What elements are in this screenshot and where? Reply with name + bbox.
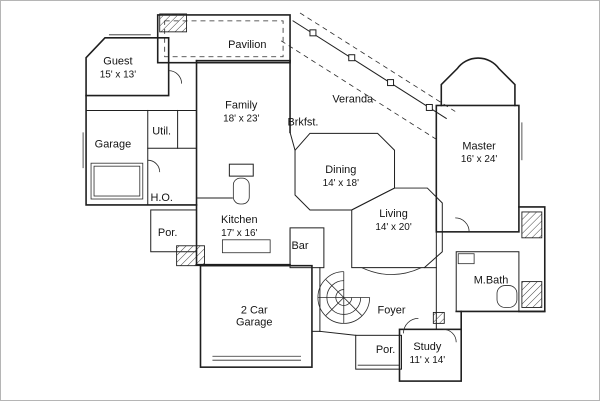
walls bbox=[82, 13, 546, 382]
front-door-swing bbox=[403, 318, 419, 334]
room-guest-outline bbox=[85, 37, 170, 97]
room-size-master: 16' x 24' bbox=[461, 154, 497, 165]
left-block-outline bbox=[85, 94, 198, 206]
room-label-mbath: M.Bath bbox=[474, 275, 509, 287]
guest-door-swing bbox=[168, 70, 182, 84]
room-label-util: Util. bbox=[152, 125, 171, 137]
study-door-swing bbox=[443, 328, 457, 343]
room-size-dining: 14' x 18' bbox=[323, 178, 359, 189]
room-label-veranda: Veranda bbox=[332, 93, 374, 105]
room-size-study: 11' x 14' bbox=[410, 355, 446, 366]
room-size-kitchen: 17' x 16' bbox=[221, 228, 257, 239]
room-label-garage2-line2: Garage bbox=[236, 316, 272, 328]
veranda-roof-dashed bbox=[299, 12, 456, 112]
room-label-kitchen: Kitchen bbox=[221, 214, 257, 226]
room-study-outline bbox=[398, 328, 462, 382]
room-label-garage: Garage bbox=[95, 138, 131, 150]
room-label-master: Master bbox=[462, 140, 496, 152]
mbath-tub bbox=[496, 285, 518, 308]
closet-hatch-bottom bbox=[521, 281, 543, 308]
fireplace bbox=[228, 163, 254, 177]
door-swings bbox=[147, 70, 470, 343]
pavilion-roof-dashed bbox=[164, 20, 284, 58]
master-door-swing bbox=[455, 217, 470, 232]
room-label-brkfst: Brkfst. bbox=[287, 116, 318, 128]
stair-arc-outer bbox=[317, 271, 371, 324]
room-label-por-rear: Por. bbox=[376, 344, 395, 356]
room-label-living: Living bbox=[379, 208, 408, 220]
porch-steps-hatch bbox=[176, 245, 205, 267]
room-label-foyer: Foyer bbox=[378, 304, 406, 316]
pavilion-stair-hatch bbox=[159, 13, 188, 33]
kitchen-fixture bbox=[232, 177, 250, 205]
veranda-post-3 bbox=[387, 79, 395, 87]
veranda-inner-dashed bbox=[280, 40, 437, 140]
room-size-guest: 15' x 13' bbox=[100, 70, 136, 81]
foyer-front-wall bbox=[319, 330, 357, 336]
master-bay bbox=[440, 57, 516, 107]
room-label-guest: Guest bbox=[103, 56, 132, 68]
room-living-outline bbox=[351, 187, 443, 269]
brkfst-wall bbox=[289, 131, 296, 151]
room-bar-outline bbox=[289, 227, 325, 269]
room-label-family: Family bbox=[225, 99, 258, 111]
room-label-pavilion: Pavilion bbox=[228, 39, 266, 51]
veranda-post-1 bbox=[309, 29, 317, 37]
mbath-vanity bbox=[457, 253, 475, 265]
spiral-stair bbox=[317, 271, 371, 324]
room-label-dining: Dining bbox=[325, 164, 356, 176]
garage-door-panel bbox=[90, 162, 144, 200]
veranda-post-4 bbox=[425, 103, 433, 111]
closet-hatch-top bbox=[521, 211, 543, 239]
room-size-family: 18' x 23' bbox=[223, 113, 259, 124]
room-label-garage2-line1: 2 Car bbox=[241, 304, 268, 316]
veranda-structure bbox=[280, 12, 456, 140]
room-pavilion-outline bbox=[156, 14, 291, 64]
veranda-post-2 bbox=[348, 54, 356, 62]
garage-door-swing bbox=[147, 159, 161, 173]
room-size-living: 14' x 20' bbox=[375, 222, 411, 233]
kitchen-island bbox=[221, 239, 271, 254]
room-label-ho: H.O. bbox=[150, 192, 172, 204]
veranda-outer-edge bbox=[292, 20, 447, 120]
room-label-por-left: Por. bbox=[158, 227, 177, 239]
room-labels: Guest 15' x 13' Pavilion Family 18' x 23… bbox=[95, 39, 509, 366]
garage-door-panel-inner bbox=[93, 165, 141, 197]
porch-rear-outline bbox=[355, 334, 402, 370]
room-garage2-outline bbox=[199, 264, 313, 368]
living-bay-window bbox=[361, 267, 422, 276]
room-label-study: Study bbox=[413, 341, 441, 353]
room-master-outline bbox=[435, 104, 520, 233]
study-hatch bbox=[432, 311, 445, 324]
room-label-bar: Bar bbox=[291, 240, 308, 252]
